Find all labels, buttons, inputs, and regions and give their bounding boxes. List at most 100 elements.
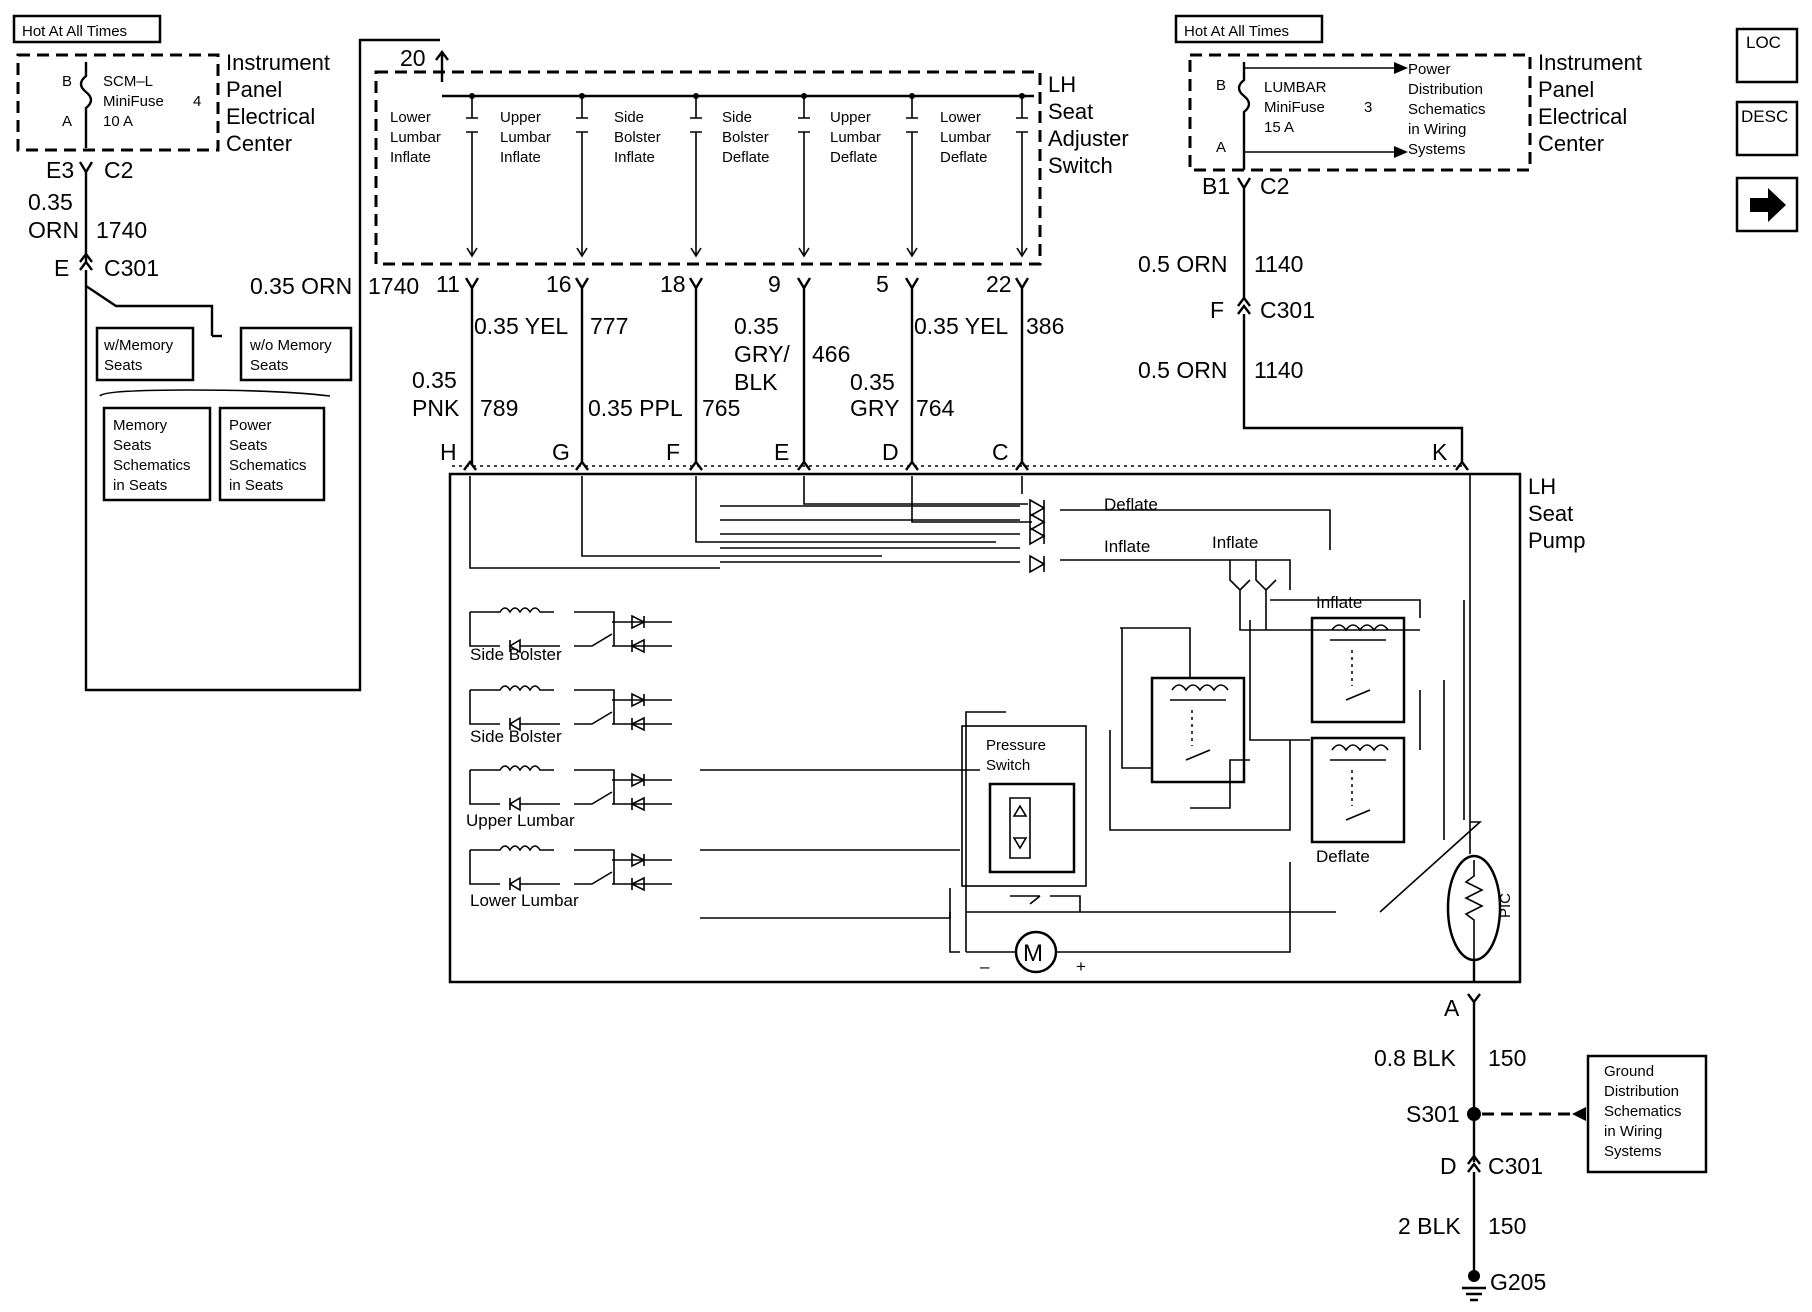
next-arrow-button[interactable]: [1735, 176, 1799, 233]
loc-button[interactable]: LOC: [1735, 27, 1799, 84]
switch-contact-label: Upper: [830, 109, 871, 126]
pump-pin-E: E: [774, 439, 811, 471]
right-wire1: 0.5 ORN: [1138, 251, 1227, 277]
wire-yel1-label: 0.35 YEL: [474, 313, 568, 339]
right-fuse-b: B: [1216, 77, 1226, 94]
left-circuit: 1740: [96, 217, 147, 243]
ground-wire2: 2 BLK: [1398, 1213, 1461, 1239]
switch-contact-label: Deflate: [722, 149, 770, 166]
conn-c301-left: C301: [104, 255, 159, 281]
pump-pin-H: H: [440, 439, 477, 471]
right-fuse-a: A: [1216, 139, 1226, 156]
loc-label: LOC: [1746, 33, 1781, 52]
pump-internals: Deflate Inflate Inflate Side Bolster Sid…: [466, 474, 1514, 982]
right-fuse-num: 3: [1364, 99, 1372, 116]
wire-gry-circuit: 764: [916, 395, 955, 421]
switch-contact-label: Side: [722, 109, 752, 126]
memory-seats-reference[interactable]: Memory Seats Schematics in Seats: [102, 406, 212, 502]
left-fuse-type: MiniFuse: [103, 93, 164, 110]
switch-contact-label: Lumbar: [500, 129, 551, 146]
switch-contact-label: Inflate: [614, 149, 655, 166]
pump-pin-a: A: [1444, 995, 1460, 1021]
left-fuse-rating: 10 A: [103, 113, 133, 130]
power-seats-reference[interactable]: Power Seats Schematics in Seats: [218, 406, 326, 502]
right-wire2: 0.5 ORN: [1138, 357, 1227, 383]
right-pds-5: Systems: [1408, 141, 1466, 158]
wire-yel1-circuit: 777: [590, 313, 628, 339]
feed-wire-label: 0.35 ORN: [250, 273, 352, 299]
switch-pin-9: 9: [768, 271, 812, 464]
ground-pin-d: D: [1440, 1153, 1457, 1179]
switch-title-3: Adjuster: [1048, 126, 1129, 151]
svg-text:K: K: [1432, 439, 1448, 465]
switch-contact-label: Side: [614, 109, 644, 126]
switch-contact-label: Lower: [390, 109, 431, 126]
left-ipec-1: Instrument: [226, 50, 330, 75]
gds-5: Systems: [1604, 1143, 1662, 1160]
memory-label-2: Seats: [104, 357, 142, 374]
desc-label: DESC: [1741, 107, 1788, 126]
wire-gry-color: GRY: [850, 395, 899, 421]
conn-c301-right: C301: [1260, 297, 1315, 323]
seat-pump-box: [448, 472, 1522, 984]
pump-pin-G: G: [552, 439, 589, 471]
upper-lumbar-label: Upper Lumbar: [466, 811, 575, 830]
side-bolster-label-1: Side Bolster: [470, 645, 562, 664]
gds-1: Ground: [1604, 1063, 1654, 1080]
svg-text:H: H: [440, 439, 457, 465]
left-fuse-name: SCM–L: [103, 73, 153, 90]
valve-1: [469, 607, 672, 654]
ground-distribution-reference[interactable]: Ground Distribution Schematics in Wiring…: [1586, 1054, 1708, 1174]
memory-ref-3: Schematics: [113, 457, 191, 474]
right-circuit2: 1140: [1254, 357, 1303, 383]
wire-pink-color: PNK: [412, 395, 460, 421]
right-ipec-3: Electrical: [1538, 104, 1627, 129]
pic-label: PIC: [1497, 893, 1514, 918]
left-fuse-num: 4: [193, 93, 201, 110]
svg-text:18: 18: [660, 271, 686, 297]
wire-gryblk-color2: BLK: [734, 369, 778, 395]
right-hot-label: Hot At All Times: [1184, 23, 1289, 40]
left-ipec-4: Center: [226, 131, 292, 156]
right-fuse-type: MiniFuse: [1264, 99, 1325, 116]
svg-text:C: C: [992, 439, 1009, 465]
svg-text:G: G: [552, 439, 570, 465]
next-arrow-icon: [1750, 188, 1786, 222]
switch-pin-11: 11: [436, 271, 480, 464]
wire-gryblk-color1: GRY/: [734, 341, 790, 367]
splice-s301-dot: [1467, 1107, 1481, 1121]
svg-text:22: 22: [986, 271, 1012, 297]
memory-option: w/Memory Seats w/o Memory Seats: [95, 326, 353, 397]
pump-title-2: Seat: [1528, 501, 1573, 526]
pump-pin-D: D: [882, 439, 919, 471]
gds-3: Schematics: [1604, 1103, 1682, 1120]
left-ipec-3: Electrical: [226, 104, 315, 129]
no-memory-label-2: Seats: [250, 357, 288, 374]
switch-contact-label: Deflate: [830, 149, 878, 166]
ground-circuit2: 150: [1488, 1213, 1526, 1239]
memory-ref-1: Memory: [113, 417, 168, 434]
conn-c2-right: C2: [1260, 173, 1289, 199]
right-ipec-4: Center: [1538, 131, 1604, 156]
valve-4: [469, 845, 672, 892]
power-ref-4: in Seats: [229, 477, 283, 494]
power-ref-1: Power: [229, 417, 272, 434]
right-fuse-block: Hot At All Times B A LUMBAR MiniFuse 3 1…: [1174, 14, 1642, 172]
svg-text:E: E: [774, 439, 789, 465]
desc-button[interactable]: DESC: [1735, 100, 1799, 157]
ground-g205: G205: [1490, 1269, 1546, 1295]
pump-title-3: Pump: [1528, 528, 1585, 553]
switch-title-4: Switch: [1048, 153, 1113, 178]
switch-contact-label: Lumbar: [830, 129, 881, 146]
pin-20: 20: [400, 45, 426, 71]
memory-label-1: w/Memory: [103, 337, 174, 354]
switch-pin-18: 18: [660, 271, 704, 464]
switch-pin-5: 5: [876, 271, 920, 464]
power-ref-2: Seats: [229, 437, 267, 454]
